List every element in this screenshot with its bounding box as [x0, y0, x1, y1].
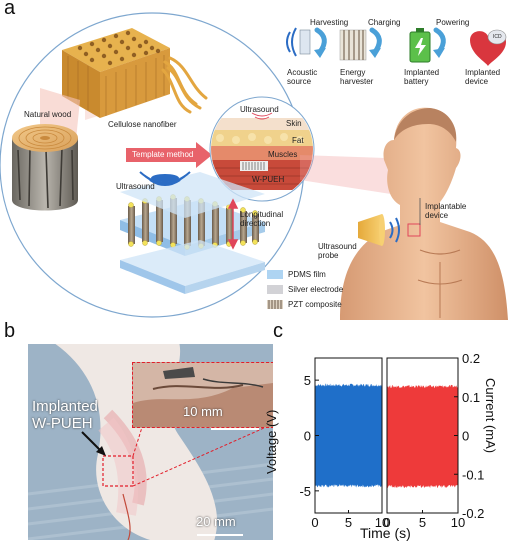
- x-tick-label: 10: [375, 515, 389, 530]
- y-tick-label-left: 5: [304, 373, 311, 388]
- template-method-arrow: [126, 142, 212, 168]
- legend-swatch-pzt: [267, 300, 283, 309]
- transducer-icon: [151, 174, 179, 182]
- legend-pdms-label: PDMS film: [288, 270, 326, 279]
- y-tick-label-left: 0: [304, 429, 311, 444]
- x-tick-label: 0: [383, 515, 390, 530]
- x-tick-label: 5: [419, 515, 426, 530]
- panel-a-letter: a: [4, 0, 16, 19]
- ultrasound-waves-stack: [139, 171, 191, 186]
- flow-icons: [286, 27, 507, 66]
- fat-label: Fat: [292, 136, 304, 145]
- y-tick-label-right: -0.2: [462, 506, 484, 521]
- time-axis-label: Time (s): [360, 525, 411, 541]
- y-tick-label-right: 0: [462, 429, 469, 444]
- legend-pzt-label: PZT composite: [288, 300, 342, 309]
- longitudinal-label: Longitudinal direction: [240, 210, 284, 228]
- longitudinal-arrow: [227, 198, 239, 250]
- implant-arrow: [81, 431, 106, 456]
- legend-swatch-pdms: [267, 270, 283, 279]
- wood-log: [12, 88, 80, 211]
- main-scale-bar: [197, 534, 243, 536]
- heart-device-icon: [470, 29, 507, 66]
- inset-photo: [132, 362, 273, 428]
- implanted-battery-label: Implanted battery: [404, 68, 440, 86]
- skin-label: Skin: [286, 119, 302, 128]
- energy-harvester-label: Energy harvester: [340, 68, 374, 86]
- legend-silver-label: Silver electrode: [288, 285, 344, 294]
- muscles-label: Muscles: [268, 150, 298, 159]
- cellulose-label: Cellulose nanofiber: [108, 120, 177, 129]
- ultrasound-stack-label: Ultrasound: [116, 182, 155, 191]
- device-stack: [120, 172, 265, 294]
- ultrasound-probe: [358, 214, 400, 246]
- icd-label: ICD: [493, 34, 502, 40]
- fiber-bundle: [161, 56, 208, 114]
- y-tick-label-left: -5: [299, 484, 311, 499]
- harvesting-label: Harvesting: [310, 18, 349, 27]
- charging-label: Charging: [368, 18, 401, 27]
- charge-arrow-icon: [369, 27, 382, 58]
- power-arrow-icon: [433, 27, 446, 58]
- acoustic-source-icon: [286, 27, 311, 57]
- implanted-device-label: Implanted device: [465, 68, 501, 86]
- inset-scale-label: 10 mm: [183, 404, 223, 419]
- inset-scale-bar: [211, 428, 259, 430]
- acoustic-source-label: Acoustic source: [287, 68, 318, 86]
- template-method-label: Template method: [132, 150, 194, 159]
- device-name-label: W-PUEH: [252, 175, 285, 184]
- main-scale-label: 20 mm: [196, 514, 236, 529]
- legend-swatch-silver: [267, 285, 283, 294]
- battery-icon: [409, 28, 431, 63]
- signal-band-current: [387, 384, 458, 489]
- panel-a-graphics: [0, 12, 508, 320]
- implant-label: Implanted W-PUEH: [32, 398, 98, 432]
- harvest-arrow-icon: [314, 27, 327, 58]
- implantable-device-label: Implantable device: [425, 202, 467, 220]
- y-tick-label-right: 0.1: [462, 390, 480, 405]
- energy-harvester-icon: [339, 29, 367, 61]
- current-axis-label: Current (mA): [483, 378, 498, 454]
- implant-site-marker: [407, 223, 421, 237]
- voltage-axis-label: Voltage (V): [264, 409, 279, 474]
- human-figure: [340, 107, 508, 320]
- ultrasound-probe-label: Ultrasound probe: [318, 242, 357, 260]
- x-tick-label: 0: [311, 515, 318, 530]
- y-tick-label-right: -0.1: [462, 467, 484, 482]
- y-tick-label-right: 0.2: [462, 351, 480, 366]
- panel-c-letter: c: [273, 320, 283, 342]
- panel-b-letter: b: [4, 320, 16, 342]
- x-tick-label: 10: [451, 515, 465, 530]
- rabbit-photo: [28, 344, 273, 540]
- natural-wood-label: Natural wood: [24, 110, 72, 119]
- ultrasound-top-label: Ultrasound: [240, 105, 279, 114]
- signal-band-voltage: [315, 383, 382, 488]
- x-tick-label: 5: [345, 515, 352, 530]
- powering-label: Powering: [436, 18, 470, 27]
